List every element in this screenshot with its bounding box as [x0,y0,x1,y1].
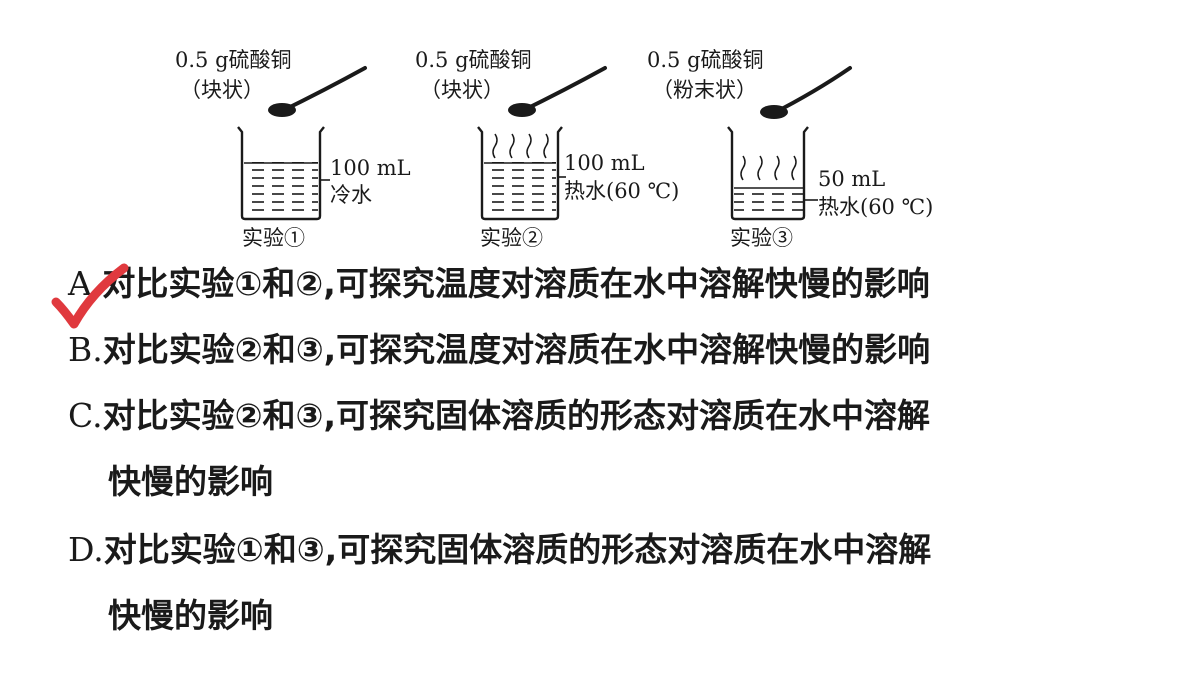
exp2-label: 实验② [480,226,543,250]
exp2-form: （块状） [420,78,504,102]
exp3-label: 实验③ [730,226,793,250]
exp3-beaker-icon [727,126,818,221]
exp3-reagent: 0.5 g硫酸铜 [647,48,764,72]
checkmark-icon [51,263,129,329]
experiment-figure: 0.5 g硫酸铜 （块状） 100 mL 冷水 实验① 0.5 g硫酸铜 （块状… [175,48,933,250]
exp2-volume: 100 mL [564,151,645,175]
exp3-volume: 50 mL [818,167,885,191]
option-d[interactable]: D.对比实验①和③,可探究固体溶质的形态对溶质在水中溶解 [68,518,931,582]
experiment-1: 0.5 g硫酸铜 （块状） 100 mL 冷水 实验① [175,48,411,250]
option-a[interactable]: A.对比实验①和②,可探究温度对溶质在水中溶解快慢的影响 [68,252,930,316]
experiment-2: 0.5 g硫酸铜 （块状） 100 mL 热水(60 ℃) 实验② [415,48,679,250]
option-d-text: 对比实验①和③,可探究固体溶质的形态对溶质在水中溶解 [103,530,932,569]
option-d-continuation: 快慢的影响 [108,596,273,635]
option-c[interactable]: C.对比实验②和③,可探究固体溶质的形态对溶质在水中溶解 [68,384,930,448]
exp1-label: 实验① [242,226,305,250]
exp3-form: （粉末状） [652,78,757,102]
option-c-text: 对比实验②和③,可探究固体溶质的形态对溶质在水中溶解 [102,396,930,435]
option-c-continuation: 快慢的影响 [108,462,273,501]
exp2-beaker-icon [477,126,566,221]
exp1-spoon-icon [268,66,367,117]
exp1-reagent: 0.5 g硫酸铜 [175,48,292,72]
option-b-text: 对比实验②和③,可探究温度对溶质在水中溶解快慢的影响 [102,330,931,369]
option-c-letter: C. [68,396,103,435]
option-a-text: 对比实验①和②,可探究温度对溶质在水中溶解快慢的影响 [102,264,930,303]
option-d-letter: D. [68,530,104,569]
exp1-water: 冷水 [330,183,372,207]
experiment-3: 0.5 g硫酸铜 （粉末状） 50 mL 热水(60 ℃) 实验③ [647,48,933,250]
exp3-water: 热水(60 ℃) [818,195,933,219]
option-b[interactable]: B.对比实验②和③,可探究温度对溶质在水中溶解快慢的影响 [68,318,930,382]
exp2-reagent: 0.5 g硫酸铜 [415,48,532,72]
exp2-steam-icon [492,133,549,159]
exp3-steam-icon [740,155,797,181]
exp2-spoon-icon [508,66,607,117]
exp1-beaker-icon [237,126,330,221]
option-b-letter: B. [68,330,103,369]
exp2-water: 热水(60 ℃) [564,179,679,203]
exp3-spoon-icon [760,66,852,119]
exp1-volume: 100 mL [330,156,411,180]
exp1-form: （块状） [180,78,264,102]
